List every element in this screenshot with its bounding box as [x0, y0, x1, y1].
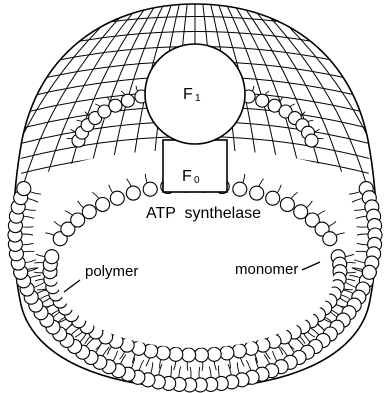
lipid-head-inner: [194, 348, 208, 362]
lipid-head-upper: [256, 94, 269, 107]
lipid-head-inner: [220, 346, 234, 360]
lipid-head-inner: [156, 346, 170, 360]
lipid-head-inner: [82, 205, 96, 219]
f0-subscript: 0: [194, 175, 200, 186]
lipid-head-inner: [233, 182, 247, 196]
lipid-head-inner: [232, 344, 246, 358]
polymer-label: polymer: [85, 263, 138, 280]
lipid-head-inner: [169, 347, 183, 361]
lipid-head-inner: [280, 198, 294, 212]
monomer-label: monomer: [235, 261, 298, 278]
lipid-head-inner: [207, 347, 221, 361]
lipid-head-inner: [250, 186, 264, 200]
lipid-head-inner: [96, 198, 110, 212]
f0-label: F: [182, 168, 192, 185]
lipid-head-inner: [323, 232, 337, 246]
f1-label: F: [183, 86, 193, 103]
lipid-head-outer: [362, 265, 376, 279]
lipid-head-inner: [182, 348, 196, 362]
lipid-head-inner: [143, 182, 157, 196]
lipid-head-inner: [266, 191, 280, 205]
f1-subscript: 1: [195, 93, 201, 104]
lipid-head-outer: [17, 182, 31, 196]
atp-synthase-label: ATP synthelase: [146, 205, 261, 222]
lipid-head-inner: [45, 250, 59, 264]
lipid-head-upper: [109, 99, 122, 112]
lipid-head-inner: [126, 186, 140, 200]
lipid-head-upper: [121, 94, 134, 107]
lipid-head-inner: [110, 191, 124, 205]
lipid-head-upper: [305, 134, 318, 147]
